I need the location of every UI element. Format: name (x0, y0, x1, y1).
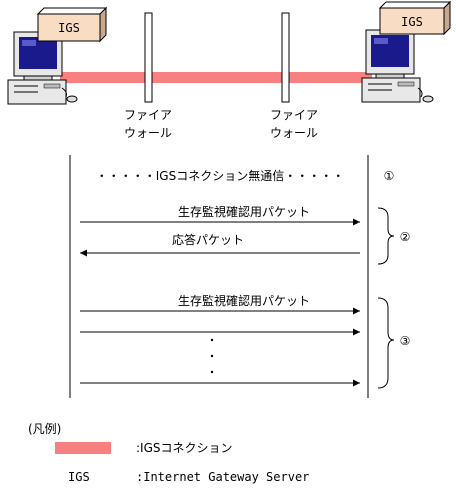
left-computer-icon (7, 31, 78, 105)
phase3-brace (377, 297, 395, 389)
phase1-number: ① (384, 169, 395, 183)
legend-igs-text: :Internet Gateway Server (136, 470, 309, 484)
firewall-left-label-line2: ウォール (124, 126, 172, 140)
igs-connection-band (60, 72, 372, 83)
phase2-number: ② (400, 230, 411, 244)
phase3-request-label: 生存監視確認用パケット (178, 293, 310, 308)
right-computer-icon (361, 29, 434, 103)
right-igs-label: IGS (401, 15, 423, 29)
phase3-number: ③ (400, 334, 411, 348)
phase2-request-label: 生存監視確認用パケット (178, 204, 310, 219)
phase2-response-label: 応答パケット (172, 232, 244, 247)
phase3-continuation-dot (210, 338, 214, 342)
left-igs-label: IGS (58, 21, 80, 35)
legend-igs-key: IGS (68, 470, 90, 484)
legend-connection-swatch (55, 442, 111, 454)
left-igs-box: IGS (36, 6, 108, 43)
legend-connection-text: :IGSコネクション (136, 441, 233, 455)
phase2-brace (377, 207, 395, 265)
legend-title: (凡例) (28, 422, 61, 436)
phase1-idle-text: ・・・・・IGSコネクション無通信・・・・・ (96, 168, 344, 183)
firewall-right-label-line1: ファイア (270, 108, 318, 122)
firewall-left-bar (144, 12, 153, 103)
phase3-continuation-dot (210, 370, 214, 374)
firewall-left-label-line1: ファイア (124, 108, 172, 122)
firewall-right-label-line2: ウォール (270, 126, 318, 140)
phase3-continuation-dot (210, 354, 214, 358)
firewall-right-bar (281, 12, 290, 103)
right-igs-box: IGS (378, 0, 452, 36)
